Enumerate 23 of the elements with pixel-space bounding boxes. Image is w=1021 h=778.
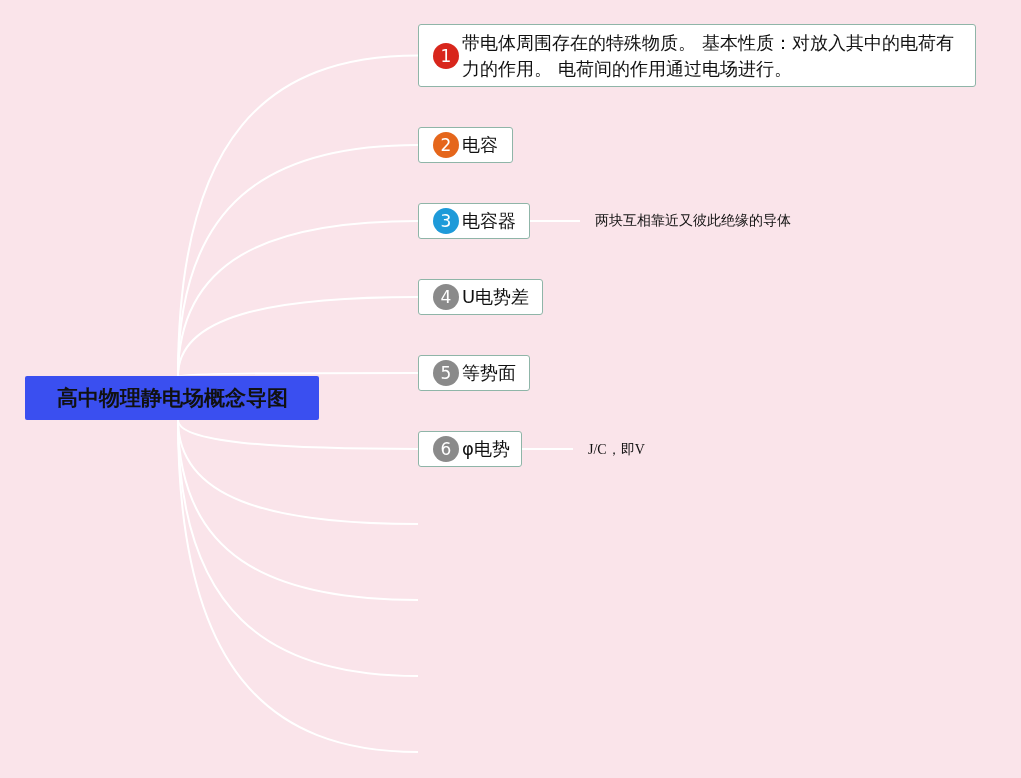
topic-text: 带电体周围存在的特殊物质。 基本性质：对放入其中的电荷有力的作用。 电荷间的作用通过电场进行。 <box>462 30 955 81</box>
number-badge: 6 <box>433 436 459 462</box>
number-badge: 4 <box>433 284 459 310</box>
topic-text: 电容器 <box>462 209 516 233</box>
number-badge: 2 <box>433 132 459 158</box>
topic-text: 等势面 <box>462 361 516 385</box>
note-text: 两块互相靠近又彼此绝缘的导体 <box>595 212 791 230</box>
topic-text: U电势差 <box>462 285 530 309</box>
number-badge: 5 <box>433 360 459 386</box>
topic-box <box>418 431 522 467</box>
topic-box <box>418 203 530 239</box>
number-badge: 1 <box>433 42 459 69</box>
topic-box <box>418 355 530 391</box>
note-text: J/C，即V <box>588 441 645 459</box>
topic-box <box>418 279 543 315</box>
central-topic-box: 高中物理静电场概念导图 <box>25 376 319 420</box>
topic-text: 电容 <box>462 133 498 157</box>
topic-box <box>418 127 513 163</box>
branch-line <box>177 372 419 377</box>
branch-line <box>177 419 419 450</box>
number-badge: 3 <box>433 208 459 234</box>
topic-text: φ电势 <box>462 437 510 461</box>
topic-box <box>418 24 976 87</box>
